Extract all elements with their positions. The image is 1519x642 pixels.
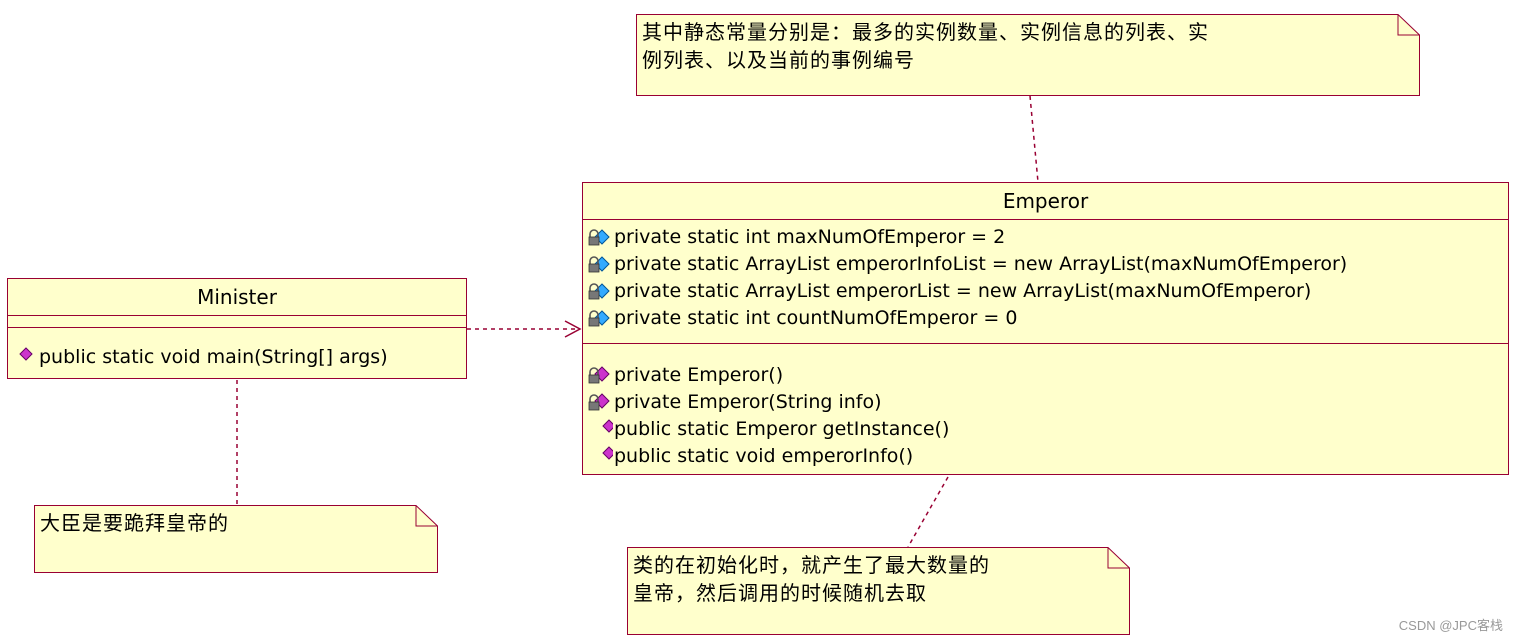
attribute-text: private static int maxNumOfEmperor = 2 [614, 226, 1006, 248]
operation-text: public static void emperorInfo() [614, 445, 914, 467]
operation-text: private Emperor(String info) [614, 391, 882, 413]
public-method-icon [602, 419, 613, 433]
emperor-class-name: Emperor [583, 183, 1508, 220]
public-method-icon [602, 446, 613, 460]
emperor-class[interactable]: Emperor private static int maxNumOfEmper… [582, 182, 1509, 475]
note-shape [636, 14, 1420, 96]
attribute-row[interactable]: private static int countNumOfEmperor = 0 [583, 305, 1508, 332]
attribute-row[interactable]: private static ArrayList emperorList = n… [583, 278, 1508, 305]
top-note-text: 其中静态常量分别是：最多的实例数量、实例信息的列表、实 例列表、以及当前的事例编… [642, 20, 1209, 72]
attribute-text: private static int countNumOfEmperor = 0 [614, 307, 1018, 329]
left-note-text: 大臣是要跪拜皇帝的 [40, 511, 229, 535]
bottom-note-anchor [907, 476, 949, 548]
operation-row[interactable]: public static void emperorInfo() [583, 443, 1508, 470]
operation-row[interactable]: private Emperor() [583, 362, 1508, 389]
attribute-text: private static ArrayList emperorList = n… [614, 280, 1312, 302]
private-attribute-icon [588, 310, 610, 327]
top-note: 其中静态常量分别是：最多的实例数量、实例信息的列表、实 例列表、以及当前的事例编… [636, 14, 1420, 96]
note-shape [34, 505, 438, 573]
operation-row[interactable]: private Emperor(String info) [583, 389, 1508, 416]
private-method-icon [588, 393, 610, 411]
emperor-operations: private Emperor() private Emperor(String… [583, 344, 1508, 470]
attribute-text: private static ArrayList emperorInfoList… [614, 253, 1348, 275]
bottom-note: 类的在初始化时，就产生了最大数量的 皇帝，然后调用的时候随机去取 [627, 547, 1130, 635]
private-attribute-icon [588, 283, 610, 300]
dependency-arrowhead [564, 320, 582, 338]
minister-class-name: Minister [8, 279, 466, 316]
minister-class[interactable]: Minister public static void main(String[… [7, 278, 467, 379]
operation-text: public static void main(String[] args) [39, 346, 388, 368]
minister-operations: public static void main(String[] args) [8, 328, 466, 371]
minister-attributes [8, 316, 466, 328]
private-method-icon [588, 366, 610, 384]
note-shape [627, 547, 1130, 635]
private-attribute-icon [588, 229, 610, 246]
attribute-row[interactable]: private static int maxNumOfEmperor = 2 [583, 224, 1508, 251]
operation-row[interactable]: public static void main(String[] args) [8, 344, 466, 371]
emperor-attributes: private static int maxNumOfEmperor = 2 p… [583, 220, 1508, 344]
operation-text: public static Emperor getInstance() [614, 418, 950, 440]
public-method-icon [19, 347, 33, 361]
left-note: 大臣是要跪拜皇帝的 [34, 505, 438, 573]
watermark: CSDN @JPC客栈 [1398, 618, 1503, 633]
bottom-note-text: 类的在初始化时，就产生了最大数量的 皇帝，然后调用的时候随机去取 [633, 553, 990, 605]
attribute-row[interactable]: private static ArrayList emperorInfoList… [583, 251, 1508, 278]
operation-text: private Emperor() [614, 364, 784, 386]
operation-row[interactable]: public static Emperor getInstance() [583, 416, 1508, 443]
private-attribute-icon [588, 256, 610, 273]
top-note-anchor [1029, 95, 1039, 183]
